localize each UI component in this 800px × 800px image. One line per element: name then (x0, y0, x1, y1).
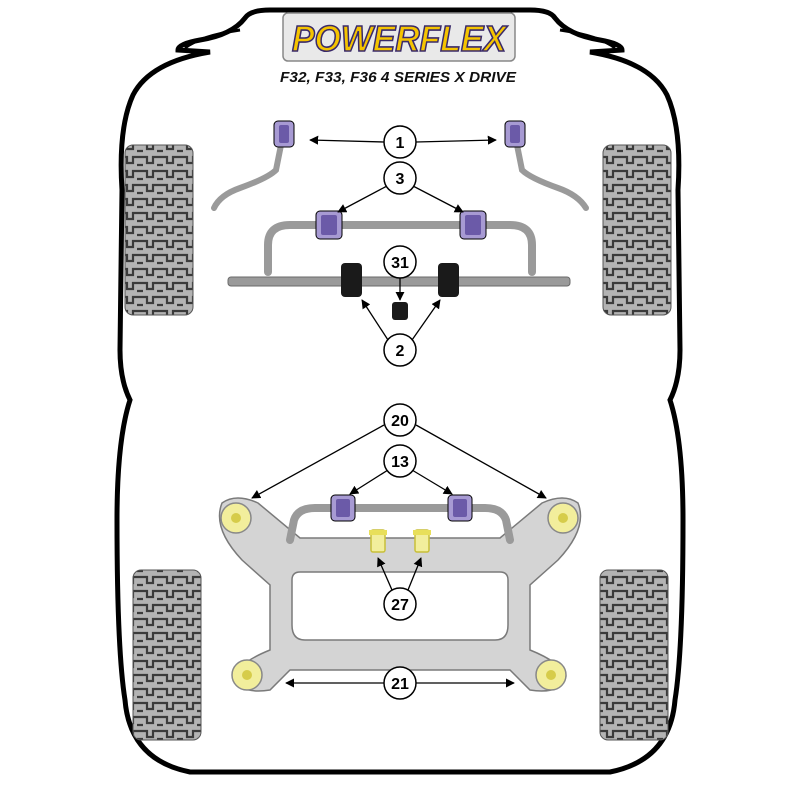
bush-1-left (273, 120, 295, 148)
bush-27-right (413, 529, 431, 553)
bush-21-right (535, 659, 567, 691)
svg-text:1: 1 (396, 135, 405, 152)
callout-20: 20 (383, 403, 417, 437)
front-anti-roll-bar (264, 221, 536, 276)
svg-text:27: 27 (391, 597, 409, 614)
tyre-rear-right (599, 569, 669, 741)
svg-text:20: 20 (391, 413, 409, 430)
tyre-front-right (602, 144, 672, 316)
bush-21-left (231, 659, 263, 691)
bush-1-right (504, 120, 526, 148)
drop-link-left (211, 132, 286, 211)
callout-2: 2 (383, 333, 417, 367)
bush-3-left (315, 210, 343, 240)
car-body-outline (114, 7, 686, 775)
bush-2-right (438, 263, 459, 297)
svg-text:21: 21 (391, 676, 409, 693)
bush-20-left (220, 502, 252, 534)
callout-31: 31 (383, 245, 417, 279)
bush-13-left (330, 494, 356, 522)
tyre-front-left (124, 144, 194, 316)
callout-3: 3 (383, 161, 417, 195)
svg-text:31: 31 (391, 255, 409, 272)
tyre-rear-left (132, 569, 202, 741)
rear-anti-roll-bar (286, 504, 514, 544)
windscreen-line (184, 28, 616, 50)
bush-31 (392, 302, 408, 320)
callout-27: 27 (383, 587, 417, 621)
callout-1: 1 (383, 125, 417, 159)
model-title: F32, F33, F36 4 SERIES X DRIVE (280, 69, 517, 86)
bush-3-right (459, 210, 487, 240)
logo-text: POWERFLEX (292, 18, 508, 59)
svg-text:13: 13 (391, 454, 409, 471)
drop-link-right (512, 132, 589, 211)
callout-21: 21 (383, 666, 417, 700)
powerflex-logo: POWERFLEX (282, 12, 516, 62)
bush-2-left (341, 263, 362, 297)
svg-text:2: 2 (396, 343, 405, 360)
bush-13-right (447, 494, 473, 522)
leader-lines (251, 135, 547, 688)
bush-20-right (547, 502, 579, 534)
svg-text:3: 3 (396, 171, 405, 188)
bush-27-left (369, 529, 387, 553)
callout-13: 13 (383, 444, 417, 478)
